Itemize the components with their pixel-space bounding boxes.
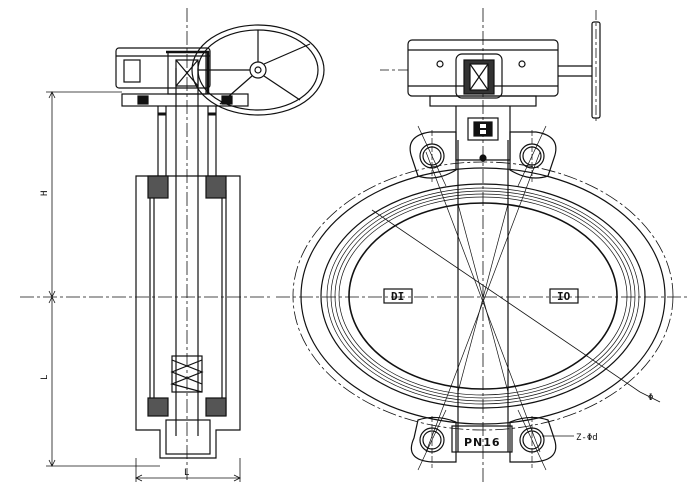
valve-body-front [292, 161, 674, 431]
dim-lower-height: L [40, 375, 50, 380]
tag-left-label: DI [391, 290, 404, 303]
pressure-rating-label: PN16 [464, 436, 501, 449]
handwheel-shaft-front [558, 10, 601, 124]
dim-upper-height: H [40, 191, 50, 196]
leader-lines [542, 391, 661, 437]
diameter-label: Φ [648, 393, 653, 403]
tag-right: IO [549, 288, 579, 304]
bolt-hole-label: Z-Φd [576, 433, 598, 443]
front-view: DI IO PN16 Φ Z-Φd [276, 8, 690, 482]
seal-packing-upper [147, 175, 227, 199]
tag-left: DI [383, 288, 413, 304]
gearbox-front [380, 39, 559, 107]
bore-opening [348, 202, 618, 390]
seal-packing-lower [147, 397, 227, 417]
valve-disc [371, 140, 641, 453]
handwheel-side [191, 24, 325, 116]
valve-neck [157, 106, 217, 176]
tag-right-label: IO [557, 290, 571, 303]
valve-body-side [135, 175, 241, 459]
mounting-flange [121, 93, 249, 107]
side-view: H L L [20, 8, 325, 482]
side-dimensions [46, 91, 241, 482]
lower-bearing [170, 355, 204, 393]
valve-stem [175, 68, 199, 436]
outer-bolt-circle [292, 161, 674, 431]
dim-body-width: L [184, 468, 189, 478]
